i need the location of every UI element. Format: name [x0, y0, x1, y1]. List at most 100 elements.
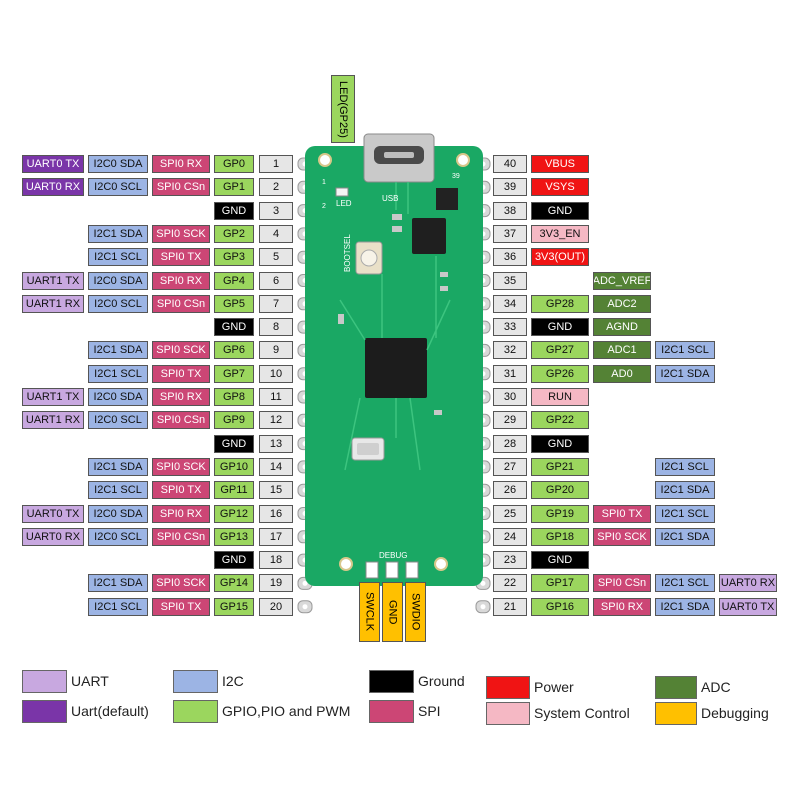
pin-16-i2c0-sda-label: I2C0 SDA [88, 505, 148, 523]
pin-2-spi0-csn-label: SPI0 CSn [152, 178, 210, 196]
pin-39-vsys-label: VSYS [531, 178, 589, 196]
usb-silk: USB [382, 194, 398, 203]
pin-33-agnd-label: AGND [593, 318, 651, 336]
debug-swclk-label: SWCLK [359, 582, 380, 642]
pin-number-37: 37 [493, 225, 527, 243]
pin-number-19: 19 [259, 574, 293, 592]
pin-number-39: 39 [493, 178, 527, 196]
pin-40-vbus-label: VBUS [531, 155, 589, 173]
pin-number-29: 29 [493, 411, 527, 429]
pin-number-2: 2 [259, 178, 293, 196]
pin-15-gp11-label: GP11 [214, 481, 254, 499]
pin-9-gp6-label: GP6 [214, 341, 254, 359]
pin-19-gp14-label: GP14 [214, 574, 254, 592]
pin-30-run-label: RUN [531, 388, 589, 406]
debug-gnd-label: GND [382, 582, 403, 642]
pin-5-spi0-tx-label: SPI0 TX [152, 248, 210, 266]
pin-number-38: 38 [493, 202, 527, 220]
pin-17-gp13-label: GP13 [214, 528, 254, 546]
pin-number-18: 18 [259, 551, 293, 569]
pin-number-16: 16 [259, 505, 293, 523]
bootsel-silk: BOOTSEL [343, 234, 352, 272]
legend-label-i2c: I2C [222, 673, 244, 689]
legend-swatch-debugging [655, 702, 697, 725]
pin-37-3v3-en-label: 3V3_EN [531, 225, 589, 243]
pin-number-40: 40 [493, 155, 527, 173]
pin-number-32: 32 [493, 341, 527, 359]
legend-label-spi: SPI [418, 703, 441, 719]
mount-hole-icon [434, 557, 448, 571]
pin-19-i2c1-sda-label: I2C1 SDA [88, 574, 148, 592]
castellation-hole [302, 580, 308, 586]
pin-15-spi0-tx-label: SPI0 TX [152, 481, 210, 499]
castellation-hole [480, 604, 486, 610]
pin-36-3v3-out-label: 3V3(OUT) [531, 248, 589, 266]
legend-swatch-power [486, 676, 530, 699]
pin-26-i2c1-sda-label: I2C1 SDA [655, 481, 715, 499]
legend-label-adc: ADC [701, 679, 731, 695]
pin-32-i2c1-scl-label: I2C1 SCL [655, 341, 715, 359]
legend-label-debugging: Debugging [701, 705, 769, 721]
debug-swdio-text: SWDIO [409, 593, 422, 631]
pin-number-33: 33 [493, 318, 527, 336]
pin-7-gp5-label: GP5 [214, 295, 254, 313]
mount-hole-icon [339, 557, 353, 571]
pin-number-36: 36 [493, 248, 527, 266]
pin-2-gp1-label: GP1 [214, 178, 254, 196]
pin-6-spi0-rx-label: SPI0 RX [152, 272, 210, 290]
debug-swdio-label: SWDIO [405, 582, 426, 642]
legend-label-uart-default: Uart(default) [71, 703, 149, 719]
pin-31-i2c1-sda-label: I2C1 SDA [655, 365, 715, 383]
pin-number-22: 22 [493, 574, 527, 592]
pin-26-gp20-label: GP20 [531, 481, 589, 499]
pin-number-5: 5 [259, 248, 293, 266]
pin-10-gp7-label: GP7 [214, 365, 254, 383]
pin-22-uart0-rx-label: UART0 RX [719, 574, 777, 592]
pin-21-spi0-rx-label: SPI0 RX [593, 598, 651, 616]
pin-27-i2c1-scl-label: I2C1 SCL [655, 458, 715, 476]
pin-number-8: 8 [259, 318, 293, 336]
pin-4-i2c1-sda-label: I2C1 SDA [88, 225, 148, 243]
led-gp25-label: LED(GP25) [331, 75, 355, 143]
pin-20-gp15-label: GP15 [214, 598, 254, 616]
pin-3-gnd-label: GND [214, 202, 254, 220]
pin-number-24: 24 [493, 528, 527, 546]
pin-7-spi0-csn-label: SPI0 CSn [152, 295, 210, 313]
pin-number-26: 26 [493, 481, 527, 499]
pin-number-35: 35 [493, 272, 527, 290]
pin-6-gp4-label: GP4 [214, 272, 254, 290]
pin-22-i2c1-scl-label: I2C1 SCL [655, 574, 715, 592]
pin-12-gp9-label: GP9 [214, 411, 254, 429]
pin-32-adc1-label: ADC1 [593, 341, 651, 359]
pin-number-11: 11 [259, 388, 293, 406]
pin-22-spi0-csn-label: SPI0 CSn [593, 574, 651, 592]
pin-7-i2c0-scl-label: I2C0 SCL [88, 295, 148, 313]
pin-number-30: 30 [493, 388, 527, 406]
pin-31-ad0-label: AD0 [593, 365, 651, 383]
debug-silk: DEBUG [379, 551, 407, 560]
pin-14-gp10-label: GP10 [214, 458, 254, 476]
flash-chip [412, 218, 446, 254]
bootsel-button-icon [360, 249, 378, 267]
pin-34-gp28-label: GP28 [531, 295, 589, 313]
pin-11-i2c0-sda-label: I2C0 SDA [88, 388, 148, 406]
pin-17-spi0-csn-label: SPI0 CSn [152, 528, 210, 546]
pin-27-gp21-label: GP21 [531, 458, 589, 476]
pin-1-i2c0-sda-label: I2C0 SDA [88, 155, 148, 173]
pin-number-15: 15 [259, 481, 293, 499]
debug-pad [385, 561, 399, 579]
rp2040-chip [365, 338, 427, 398]
pin2-silk: 2 [322, 203, 326, 210]
pin-number-20: 20 [259, 598, 293, 616]
pin-31-gp26-label: GP26 [531, 365, 589, 383]
debug-gnd-text: GND [386, 599, 399, 625]
pin-number-4: 4 [259, 225, 293, 243]
pin-9-i2c1-sda-label: I2C1 SDA [88, 341, 148, 359]
legend-label-power: Power [534, 679, 574, 695]
pin-28-gnd-label: GND [531, 435, 589, 453]
pin-number-14: 14 [259, 458, 293, 476]
pin-1-uart0-tx-label: UART0 TX [22, 155, 84, 173]
pin-21-gp16-label: GP16 [531, 598, 589, 616]
legend-swatch-uart-default [22, 700, 67, 723]
pin-23-gnd-label: GND [531, 551, 589, 569]
